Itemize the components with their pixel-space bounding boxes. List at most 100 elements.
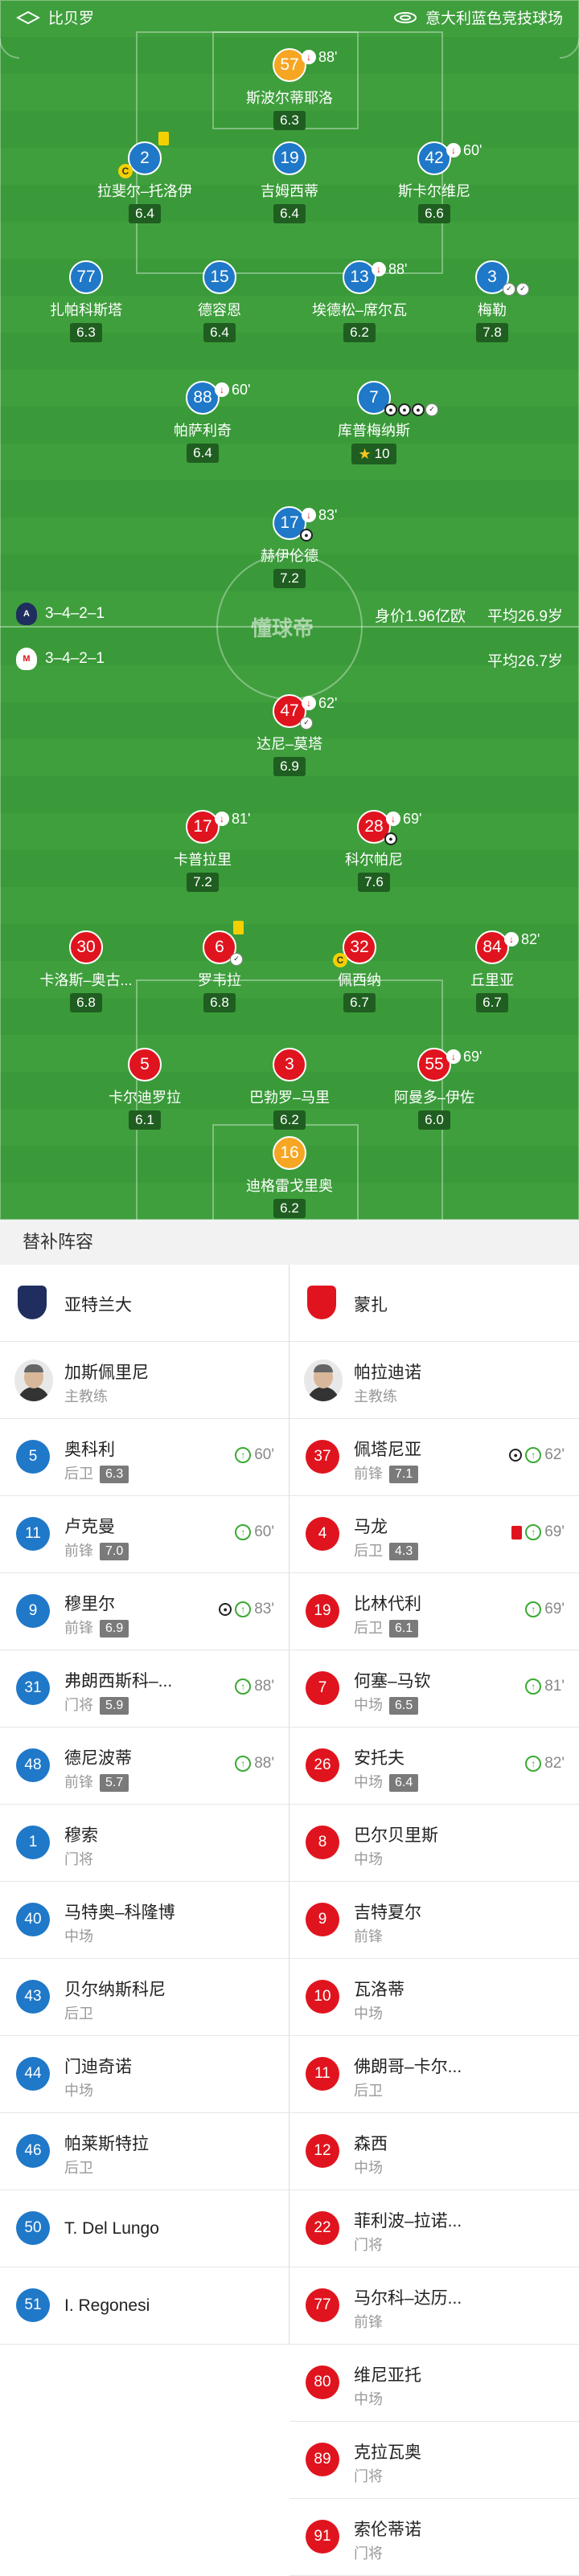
coach-row[interactable]: 加斯佩里尼主教练 [0, 1342, 289, 1419]
player-name: T. Del Lungo [64, 2219, 159, 2238]
rating-wrap: 6.2 [225, 1196, 354, 1218]
player-position: 中场 [64, 1925, 93, 1946]
sub-out-arrow-icon: ↓ [302, 50, 316, 64]
home-team-label: 比贝罗 [16, 6, 94, 28]
player-rating: 6.1 [389, 1620, 419, 1638]
sub-in-arrow-icon: ↑ [235, 1601, 252, 1617]
player-name: 赫伊伦德 [261, 548, 318, 564]
bench-player-row[interactable]: 50 T. Del Lungo [0, 2190, 289, 2267]
player-number: 5 [140, 1055, 150, 1073]
player-number-badge: 50 [16, 2211, 50, 2245]
substitution-indicator: ↓82' [504, 924, 540, 955]
player-position: 门将 [354, 2234, 383, 2255]
coach-row[interactable]: 帕拉迪诺主教练 [290, 1342, 579, 1419]
player-number-badge: 4 [306, 1517, 339, 1551]
player-position: 中场 [354, 2157, 383, 2177]
player-number-badge: 42↓60' [417, 141, 482, 175]
assist-boot-icon: ✓ [300, 717, 313, 730]
player-name: 比林代利 [354, 1595, 421, 1613]
player-number-badge: 91 [306, 2520, 339, 2554]
player-number-badge: 16 [273, 1136, 306, 1170]
player-rating: 6.3 [70, 323, 102, 342]
player-number-badge: 8 [306, 1826, 339, 1859]
substitution-info: ●↑62' [509, 1446, 565, 1464]
sub-out-arrow-icon: ↓ [372, 262, 386, 276]
assist-boot-icon: ✓ [230, 953, 243, 966]
player-number: 28 [364, 817, 384, 836]
player-name: 奥科利 [64, 1441, 115, 1459]
sub-minute: 88' [254, 1678, 274, 1695]
rating-wrap: 6.4 [80, 201, 209, 223]
event-icons: ✓ [230, 953, 243, 966]
goal-ball-icon: ● [398, 403, 411, 416]
player-name: 马龙 [354, 1518, 388, 1536]
player-name: 穆里尔 [64, 1595, 115, 1613]
player-number: 15 [210, 268, 229, 286]
player-number-badge: 6✓ [203, 921, 244, 966]
player-marker[interactable]: 7●●●✓库普梅纳斯★10 [310, 381, 438, 464]
substitution-info: ↑69' [525, 1601, 565, 1618]
sub-in-arrow-icon: ↑ [525, 1601, 542, 1617]
player-name: 安托夫 [354, 1749, 404, 1768]
player-name: I. Regonesi [64, 2296, 150, 2315]
player-number-badge: 19 [273, 141, 306, 175]
player-number: 32 [350, 938, 369, 956]
player-number: 55 [425, 1055, 444, 1073]
position-text: 后卫 [64, 2006, 93, 2022]
sub-in-arrow-icon: ↑ [525, 1524, 542, 1540]
player-name: 达尼–莫塔 [256, 736, 322, 752]
sub-minute: 88' [254, 1755, 274, 1772]
goal-ball-icon: ● [412, 403, 425, 416]
rating-wrap: 6.4 [155, 320, 284, 342]
star-icon: ★ [358, 445, 372, 462]
sub-minute: 60' [232, 382, 251, 398]
